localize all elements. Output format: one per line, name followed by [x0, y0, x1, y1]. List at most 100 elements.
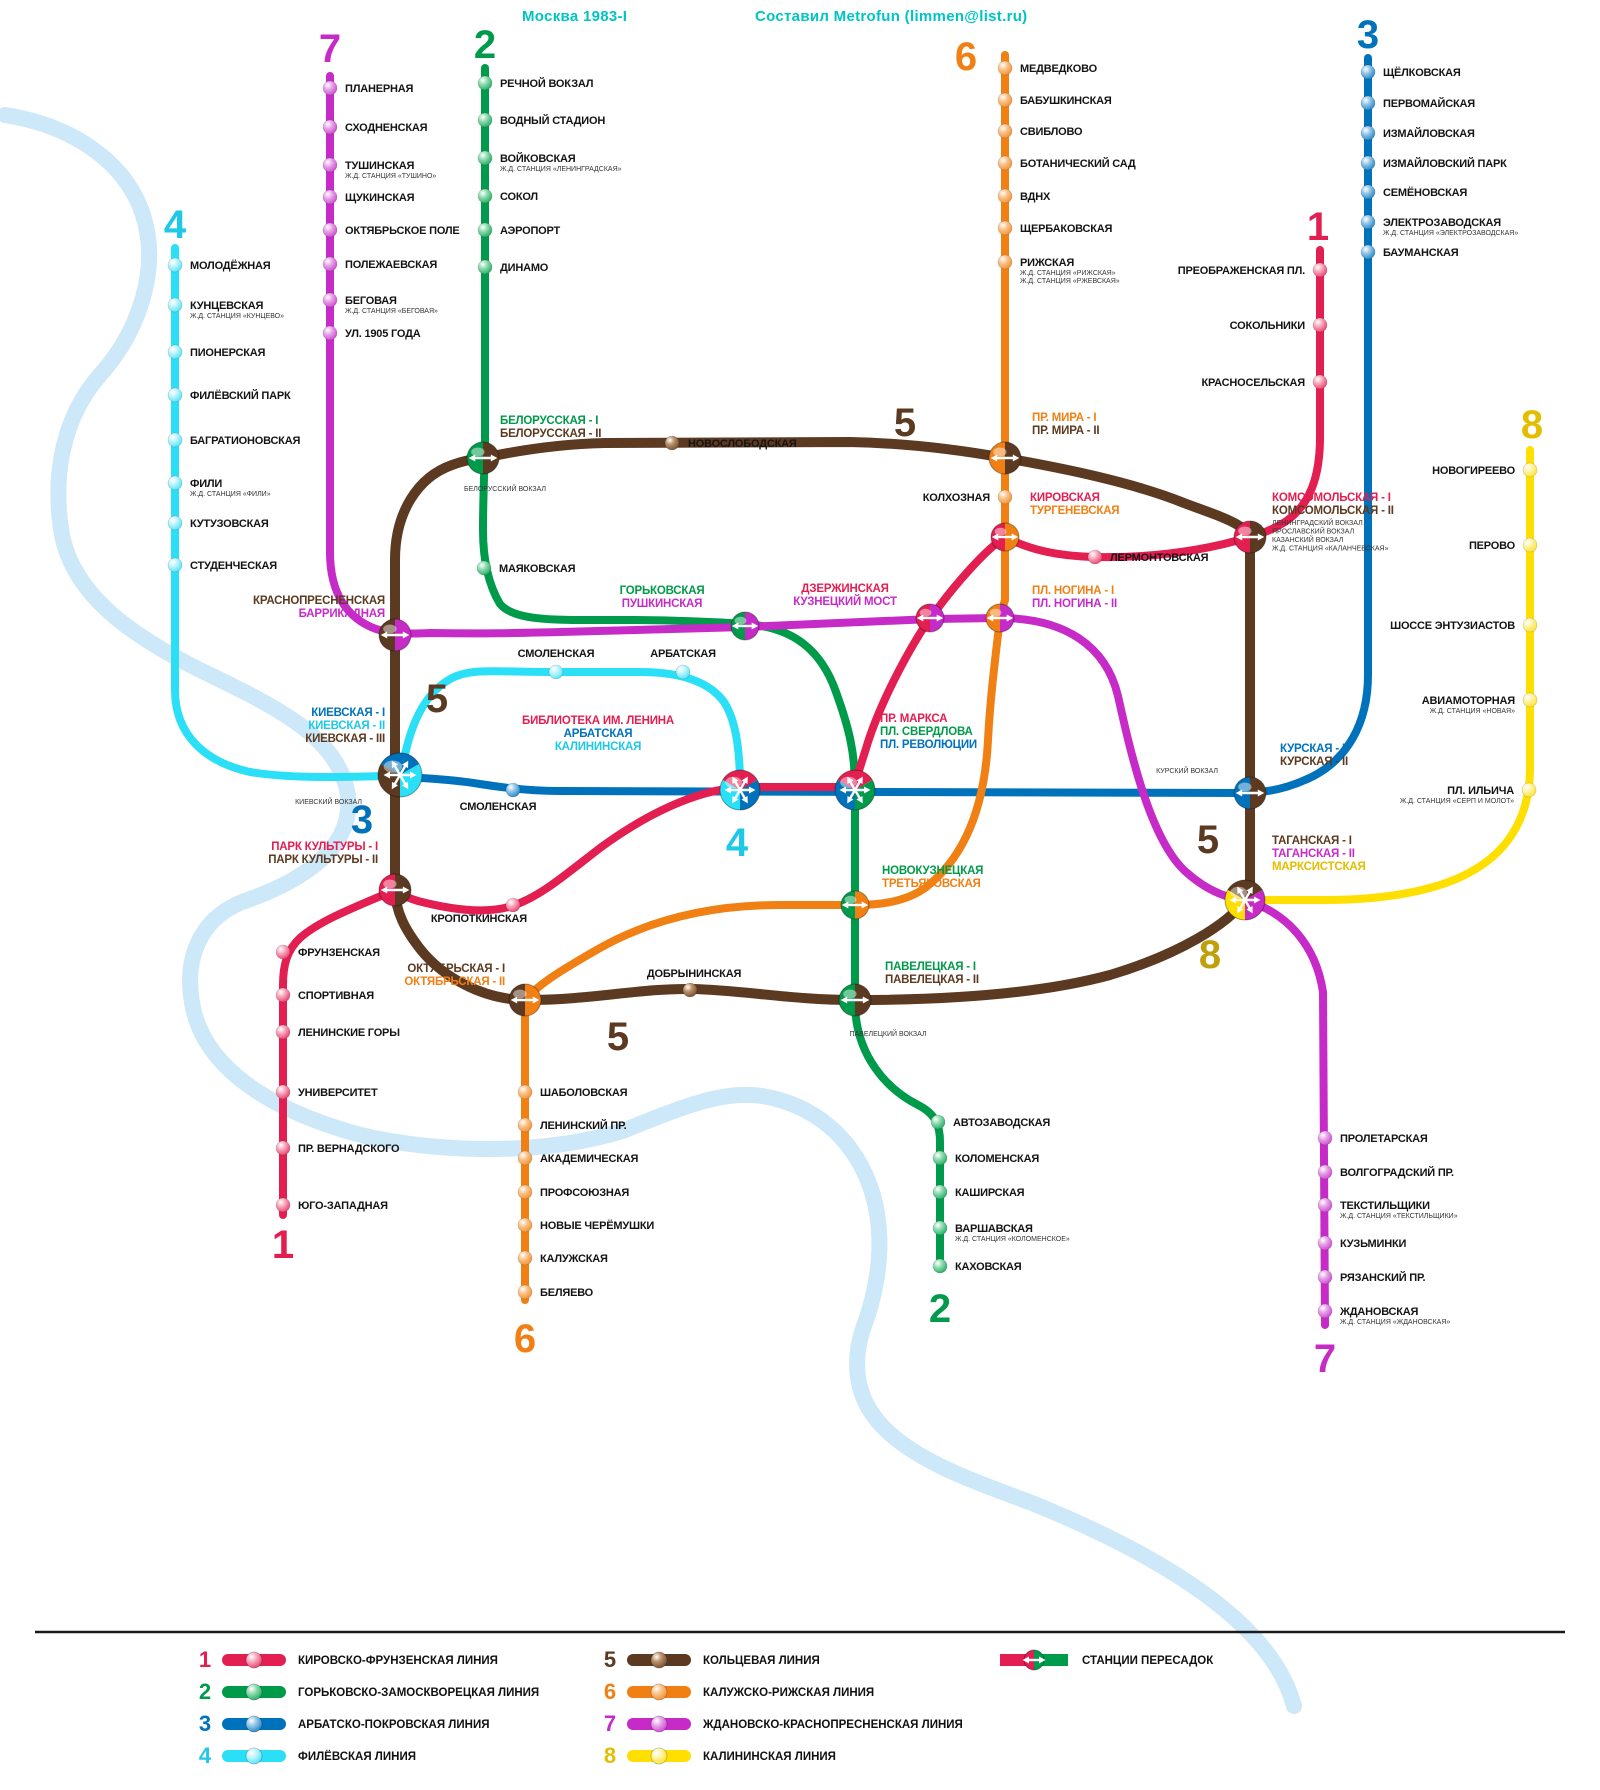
station-dot — [1312, 374, 1328, 390]
station-label: РЕЧНОЙ ВОКЗАЛ — [500, 77, 593, 90]
transfer-gloss — [993, 447, 1007, 457]
station-sublabel: Ж.Д. СТАНЦИЯ «ЭЛЕКТРОЗАВОДСКАЯ» — [1383, 230, 1518, 237]
transfer-sector — [377, 764, 400, 797]
transfer-arrow-icon — [916, 614, 944, 622]
station-dot — [930, 1114, 946, 1130]
line-number: 6 — [955, 35, 977, 79]
station-dot — [517, 1150, 533, 1166]
station-dot — [1317, 1303, 1333, 1319]
station-label: ПРОЛЕТАРСКАЯ — [1340, 1133, 1428, 1145]
hub-label: ТУРГЕНЕВСКАЯ — [1030, 505, 1119, 517]
station-label: АВТОЗАВОДСКАЯ — [953, 1117, 1050, 1129]
station-dot — [275, 944, 291, 960]
station-label: ФРУНЗЕНСКАЯ — [298, 947, 380, 959]
station-label: КУНЦЕВСКАЯ — [190, 300, 263, 312]
arrow-head — [862, 996, 870, 1004]
arrow-head — [1254, 896, 1261, 904]
transfer-arrow-icon — [986, 614, 1014, 622]
station-label: СХОДНЕНСКАЯ — [345, 122, 428, 134]
hub-label: ПАРК КУЛЬТУРЫ - II — [268, 854, 378, 866]
transfer-arrow-icon — [840, 996, 870, 1004]
arrow-head — [1257, 789, 1265, 797]
hub-label: МАРКСИСТСКАЯ — [1272, 861, 1366, 873]
transfer-ring — [466, 441, 500, 475]
station-label: ЩУКИНСКАЯ — [345, 192, 415, 204]
station-dot — [1317, 1197, 1333, 1213]
transfer-sector — [1227, 880, 1263, 900]
station-dot — [167, 387, 183, 403]
station-dot — [997, 92, 1013, 108]
transfer-gloss — [471, 447, 485, 457]
transfer-station — [377, 752, 423, 798]
transfer-gloss — [843, 989, 857, 999]
arrow-head — [741, 796, 748, 804]
line-number: 5 — [894, 401, 916, 445]
hub-label: ПЛ. НОГИНА - I — [1032, 585, 1114, 597]
station-label: БЕГОВАЯ — [345, 295, 397, 307]
line-number: 2 — [474, 23, 496, 67]
line-number: 5 — [1197, 818, 1219, 862]
transfer-gloss — [989, 608, 1002, 617]
legend-station-dot — [245, 1651, 263, 1669]
station-label: СЕМЁНОВСКАЯ — [1383, 186, 1467, 199]
station-dot — [322, 222, 338, 238]
transfer-sector — [722, 770, 758, 790]
station-label: МОЛОДЁЖНАЯ — [190, 259, 271, 272]
station-dot — [322, 325, 338, 341]
station-dot — [1087, 549, 1103, 565]
station-label: АЭРОПОРТ — [500, 225, 560, 237]
station-dot — [1317, 1235, 1333, 1251]
station-label: ВОДНЫЙ СТАДИОН — [500, 114, 605, 127]
arrow-head — [468, 454, 476, 462]
legend-station-dot — [245, 1715, 263, 1733]
station-label: БЕЛЯЕВО — [540, 1287, 594, 1299]
station-label: ПР. ВЕРНАДСКОГО — [298, 1143, 400, 1155]
station-label: КРАСНОСЕЛЬСКАЯ — [1201, 377, 1305, 389]
legend-line-label: КАЛУЖСКО-РИЖСКАЯ ЛИНИЯ — [703, 1687, 874, 1699]
line-number: 4 — [164, 203, 187, 247]
station-label: МАЯКОВСКАЯ — [499, 563, 576, 575]
station-dot — [275, 1024, 291, 1040]
arrow-head — [1022, 1656, 1029, 1664]
hub-label: ОКТЯБРЬСКАЯ - II — [404, 976, 505, 988]
station-sublabel: Ж.Д. СТАНЦИЯ «КУНЦЕВО» — [190, 313, 284, 320]
transfer-station — [988, 441, 1022, 475]
station-sublabel: Ж.Д. СТАНЦИЯ «ЖДАНОВСКАЯ» — [1340, 1319, 1450, 1326]
arrow-shaft — [733, 780, 747, 800]
hub-label: ПЛ. РЕВОЛЮЦИИ — [880, 739, 977, 751]
arrow-head — [1237, 886, 1244, 894]
hub-label: ДЗЕРЖИНСКАЯ — [801, 583, 888, 595]
hub-sublabel: КАЗАНСКИЙ ВОКЗАЛ — [1272, 535, 1344, 544]
stations-layer — [167, 60, 1538, 1319]
transfer-station — [719, 769, 761, 811]
transfer-ring — [838, 983, 872, 1017]
station-dot — [997, 60, 1013, 76]
station-dot — [1522, 692, 1538, 708]
hub-label: ПР. МАРКСА — [880, 713, 947, 725]
station-dot — [275, 987, 291, 1003]
line-number: 1 — [1307, 205, 1329, 249]
legend-line-number: 6 — [604, 1679, 616, 1704]
station-sublabel: Ж.Д. СТАНЦИЯ «ТЕКСТИЛЬЩИКИ» — [1340, 1213, 1458, 1220]
legend-line-number: 2 — [199, 1679, 211, 1704]
legend-transfer-label: СТАНЦИИ ПЕРЕСАДОК — [1082, 1655, 1214, 1667]
transfer-ring — [378, 618, 412, 652]
station-dot — [997, 254, 1013, 270]
station-label: АВИАМОТОРНАЯ — [1422, 695, 1515, 707]
station-label: ДОБРЫНИНСКАЯ — [647, 968, 742, 980]
station-dot — [477, 150, 493, 166]
legend-station-dot — [245, 1747, 263, 1765]
station-label: ПИОНЕРСКАЯ — [190, 347, 266, 359]
station-dot — [932, 1220, 948, 1236]
station-dot — [1317, 1164, 1333, 1180]
arrow-head — [749, 786, 756, 794]
station-label: КУТУЗОВСКАЯ — [190, 518, 269, 530]
legend-line-label: ФИЛЁВСКАЯ ЛИНИЯ — [298, 1750, 416, 1763]
arrow-head — [1006, 614, 1014, 622]
station-label: ЮГО-ЗАПАДНАЯ — [298, 1200, 388, 1212]
transfer-gloss — [734, 616, 747, 625]
arrow-head — [532, 996, 540, 1004]
arrow-head — [936, 614, 944, 622]
station-dot — [322, 256, 338, 272]
arrow-head — [732, 796, 739, 804]
